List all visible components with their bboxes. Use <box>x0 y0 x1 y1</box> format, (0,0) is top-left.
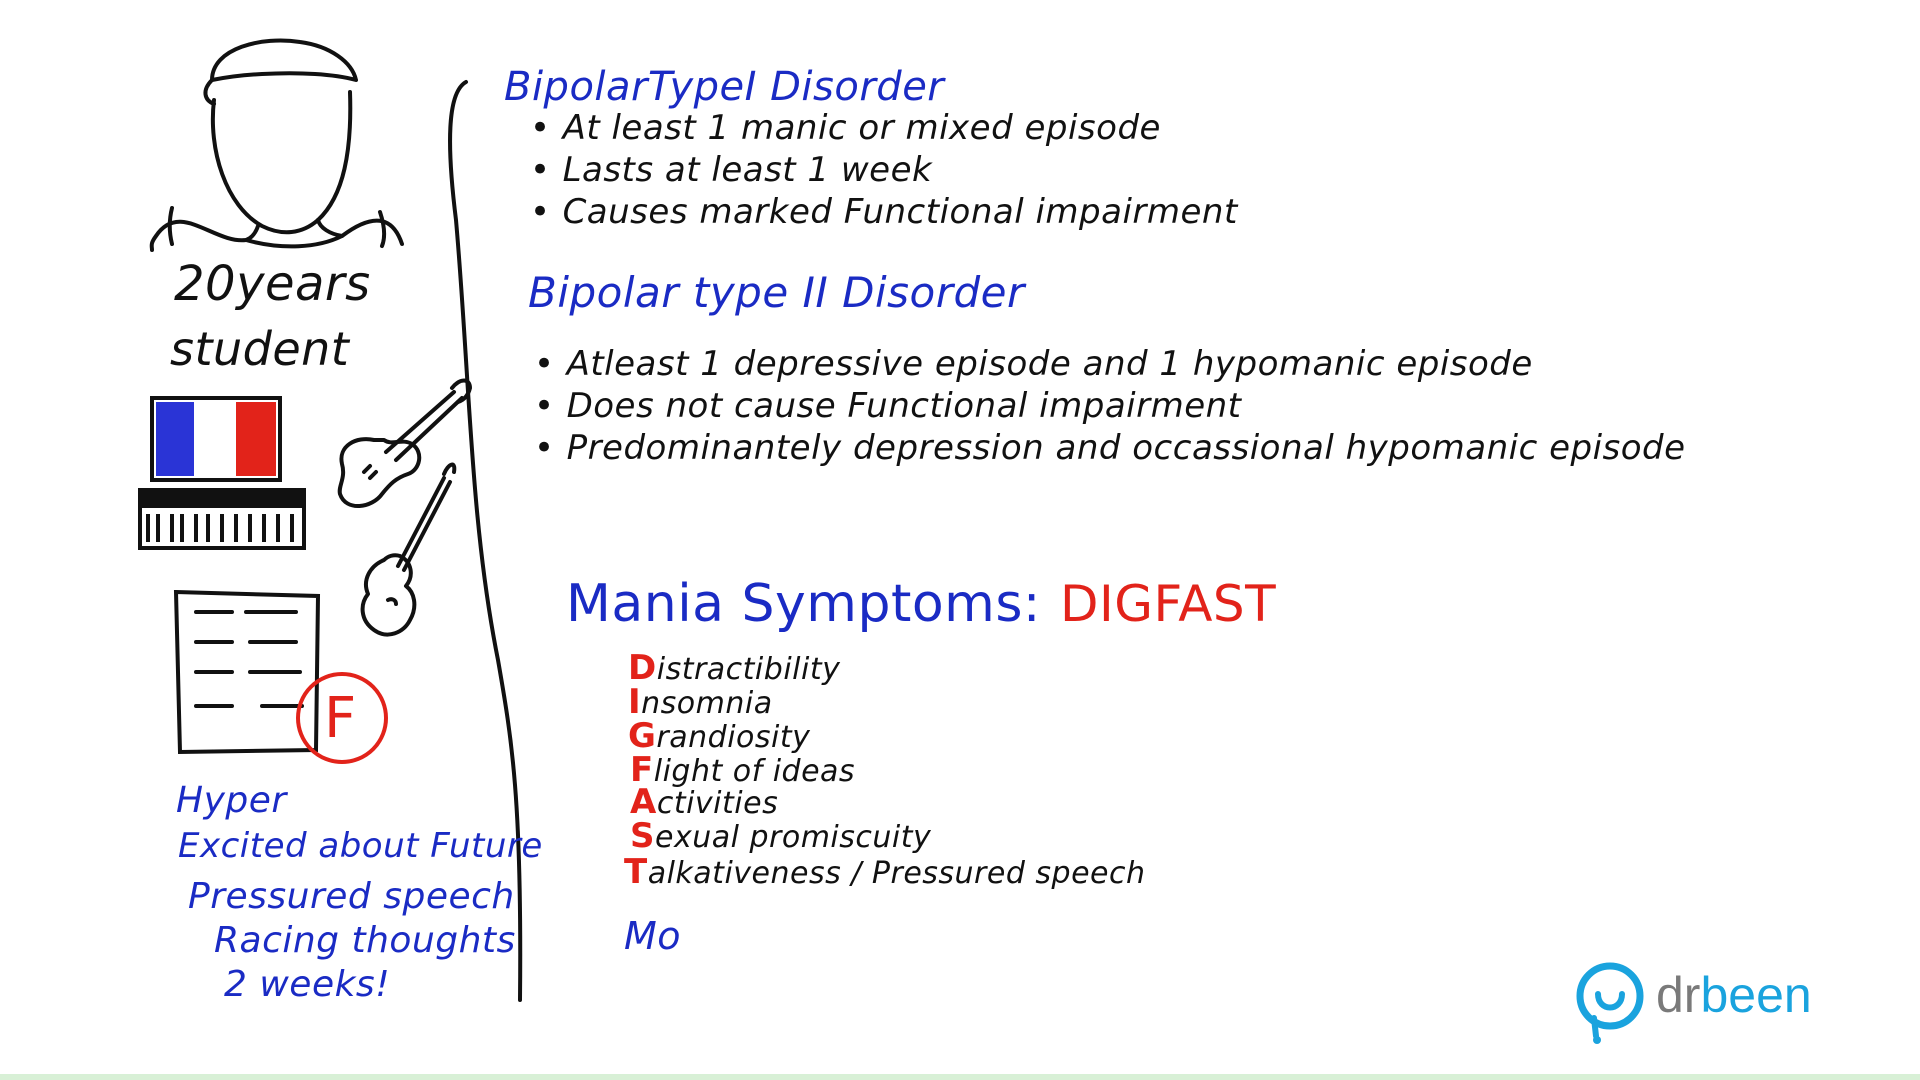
symptom-rest: alkativeness / Pressured speech <box>647 856 1146 891</box>
logo-been-text: been <box>1700 967 1812 1023</box>
drbeen-logo-icon <box>1576 962 1644 1044</box>
divider-line <box>448 80 523 1002</box>
bipolar-type2-item: Atleast 1 depressive episode and 1 hypom… <box>534 344 1533 384</box>
patient-occupation: student <box>170 322 350 376</box>
note-duration: 2 weeks! <box>224 964 391 1005</box>
student-figure-icon <box>149 38 404 252</box>
list-item: Sexual promiscuity <box>630 816 931 856</box>
bipolar-type2-heading: Bipolar type II Disorder <box>528 268 1025 317</box>
piano-keyboard-icon <box>138 488 306 550</box>
symptom-rest: exual promiscuity <box>655 820 932 855</box>
guitar-icon <box>337 378 472 508</box>
list-item: Insomnia <box>628 682 773 722</box>
symptom-initial: T <box>624 852 648 892</box>
symptom-initial: S <box>630 816 655 856</box>
symptom-initial: F <box>630 750 654 790</box>
symptom-initial: A <box>630 782 657 822</box>
symptom-rest: nsomnia <box>641 686 773 721</box>
patient-age: 20years <box>174 256 371 312</box>
mania-acronym: DIGFAST <box>1060 575 1277 633</box>
symptom-rest: randiosity <box>656 720 811 755</box>
mania-heading: Mania Symptoms: DIGFAST <box>566 574 1276 634</box>
list-item: Distractibility <box>628 648 840 688</box>
bipolar-type1-item: At least 1 manic or mixed episode <box>530 108 1161 148</box>
bipolar-type1-item: Lasts at least 1 week <box>530 150 932 190</box>
list-item: Activities <box>630 782 778 822</box>
symptom-rest: istractibility <box>656 652 841 687</box>
french-flag-icon <box>150 396 282 482</box>
drbeen-logo: drbeen <box>1572 956 1872 1046</box>
note-pressured-speech: Pressured speech <box>188 876 515 917</box>
bipolar-type2-item: Predominantely depression and occassiona… <box>534 428 1686 468</box>
report-card-icon <box>173 589 388 764</box>
symptom-initial: D <box>628 648 657 688</box>
symptom-initial: I <box>628 682 642 722</box>
bipolar-type1-heading: BipolarTypeI Disorder <box>504 64 945 110</box>
bottom-strip <box>0 1074 1920 1080</box>
list-item: Grandiosity <box>628 716 810 756</box>
note-hyper: Hyper <box>176 780 287 821</box>
note-excited: Excited about Future <box>178 826 543 866</box>
grade-letter: F <box>324 686 357 751</box>
drbeen-wordmark: drbeen <box>1656 966 1812 1024</box>
list-item: Flight of ideas <box>630 750 855 790</box>
bipolar-type1-item: Causes marked Functional impairment <box>530 192 1238 232</box>
symptom-rest: light of ideas <box>653 754 856 789</box>
list-item: Talkativeness / Pressured speech <box>624 852 1146 892</box>
bipolar-type2-item: Does not cause Functional impairment <box>534 386 1242 426</box>
mania-partial-text: Mo <box>624 914 682 958</box>
note-racing-thoughts: Racing thoughts <box>214 920 516 961</box>
logo-dr-text: dr <box>1656 967 1701 1023</box>
symptom-initial: G <box>628 716 657 756</box>
mania-title: Mania Symptoms: <box>566 574 1041 634</box>
symptom-rest: ctivities <box>656 786 779 821</box>
violin-icon <box>360 462 457 637</box>
